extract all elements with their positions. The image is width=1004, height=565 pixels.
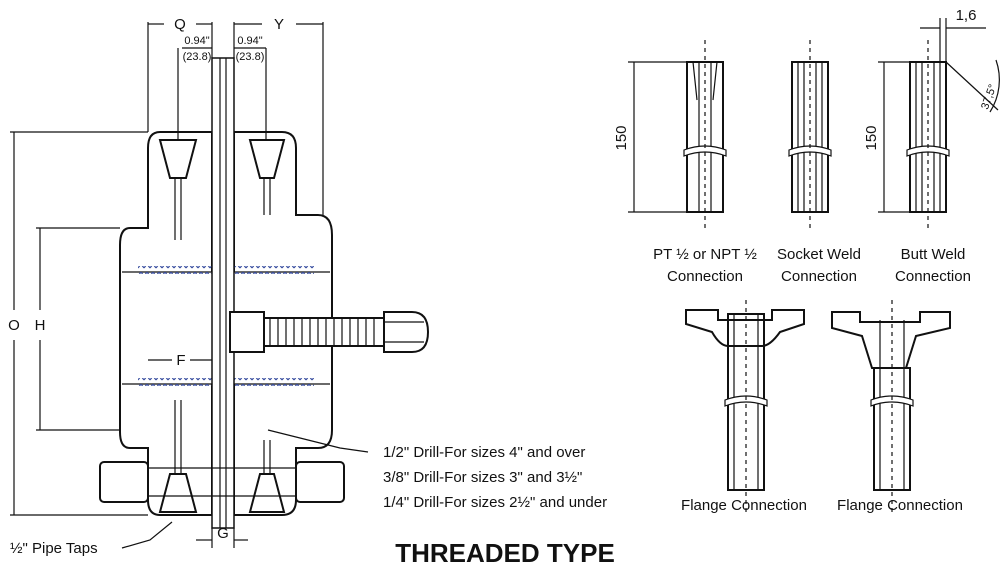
- dim-o-label: O: [8, 317, 20, 334]
- stud-bolt: [99, 461, 345, 503]
- length-label-right: 150: [863, 125, 880, 150]
- left-tap-distance: 0.94": [184, 35, 209, 47]
- pipe-tap-leader: [121, 521, 173, 549]
- socket-weld-connection: [788, 40, 832, 232]
- orifice-plate: [211, 57, 235, 529]
- dim-y-label: Y: [274, 16, 284, 33]
- butt-weld-label-line2: Connection: [895, 268, 971, 285]
- flange-connection-label-2: Flange Connection: [837, 497, 963, 514]
- flange-connection-1: [685, 300, 805, 515]
- flange-connection-label-1: Flange Connection: [681, 497, 807, 514]
- threaded-flange-assembly: Q Y 0.94" (23.8) 0.94" (23.8) O H F G 1/…: [8, 16, 615, 565]
- drill-callout-1: 1/2" Drill-For sizes 4" and over: [383, 444, 585, 461]
- pressure-taps: [158, 139, 286, 513]
- thread-top-left: [138, 266, 212, 274]
- dimension-lines: [10, 22, 324, 548]
- diagram-caption: THREADED TYPE: [395, 538, 615, 565]
- drill-callout-2: 3/8" Drill-For sizes 3" and 3½": [383, 469, 582, 486]
- dim-f-label: F: [176, 352, 185, 369]
- jack-bolt: [229, 311, 430, 353]
- dim-g-label: G: [217, 525, 229, 542]
- connection-types: 1,6 37,5° 150 150 PT ½ or NPT ½ Connecti…: [613, 7, 1000, 515]
- right-tap-distance-mm: (23.8): [236, 51, 265, 63]
- thread-top-right: [234, 266, 314, 274]
- drill-callout-3: 1/4" Drill-For sizes 2½" and under: [383, 494, 607, 511]
- pipe-taps-callout: ½" Pipe Taps: [10, 540, 98, 557]
- dim-q-label: Q: [174, 16, 186, 33]
- butt-weld-label-line1: Butt Weld: [901, 246, 966, 263]
- pt-npt-connection: [683, 40, 727, 232]
- left-tap-distance-mm: (23.8): [183, 51, 212, 63]
- thread-bottom-left: [138, 378, 212, 386]
- flange-connection-2: [831, 300, 951, 515]
- length-label-left: 150: [613, 125, 630, 150]
- butt-weld-connection: [906, 18, 1000, 232]
- right-tap-distance: 0.94": [237, 35, 262, 47]
- bevel-offset: 1,6: [956, 7, 977, 24]
- pt-npt-label-line2: Connection: [667, 268, 743, 285]
- pt-npt-label-line1: PT ½ or NPT ½: [653, 246, 757, 263]
- dim-h-label: H: [35, 317, 46, 334]
- thread-bottom-right: [234, 378, 314, 386]
- drill-leader: [267, 429, 369, 453]
- bevel-angle: 37,5°: [979, 83, 999, 111]
- socket-weld-label-line2: Connection: [781, 268, 857, 285]
- socket-weld-label-line1: Socket Weld: [777, 246, 861, 263]
